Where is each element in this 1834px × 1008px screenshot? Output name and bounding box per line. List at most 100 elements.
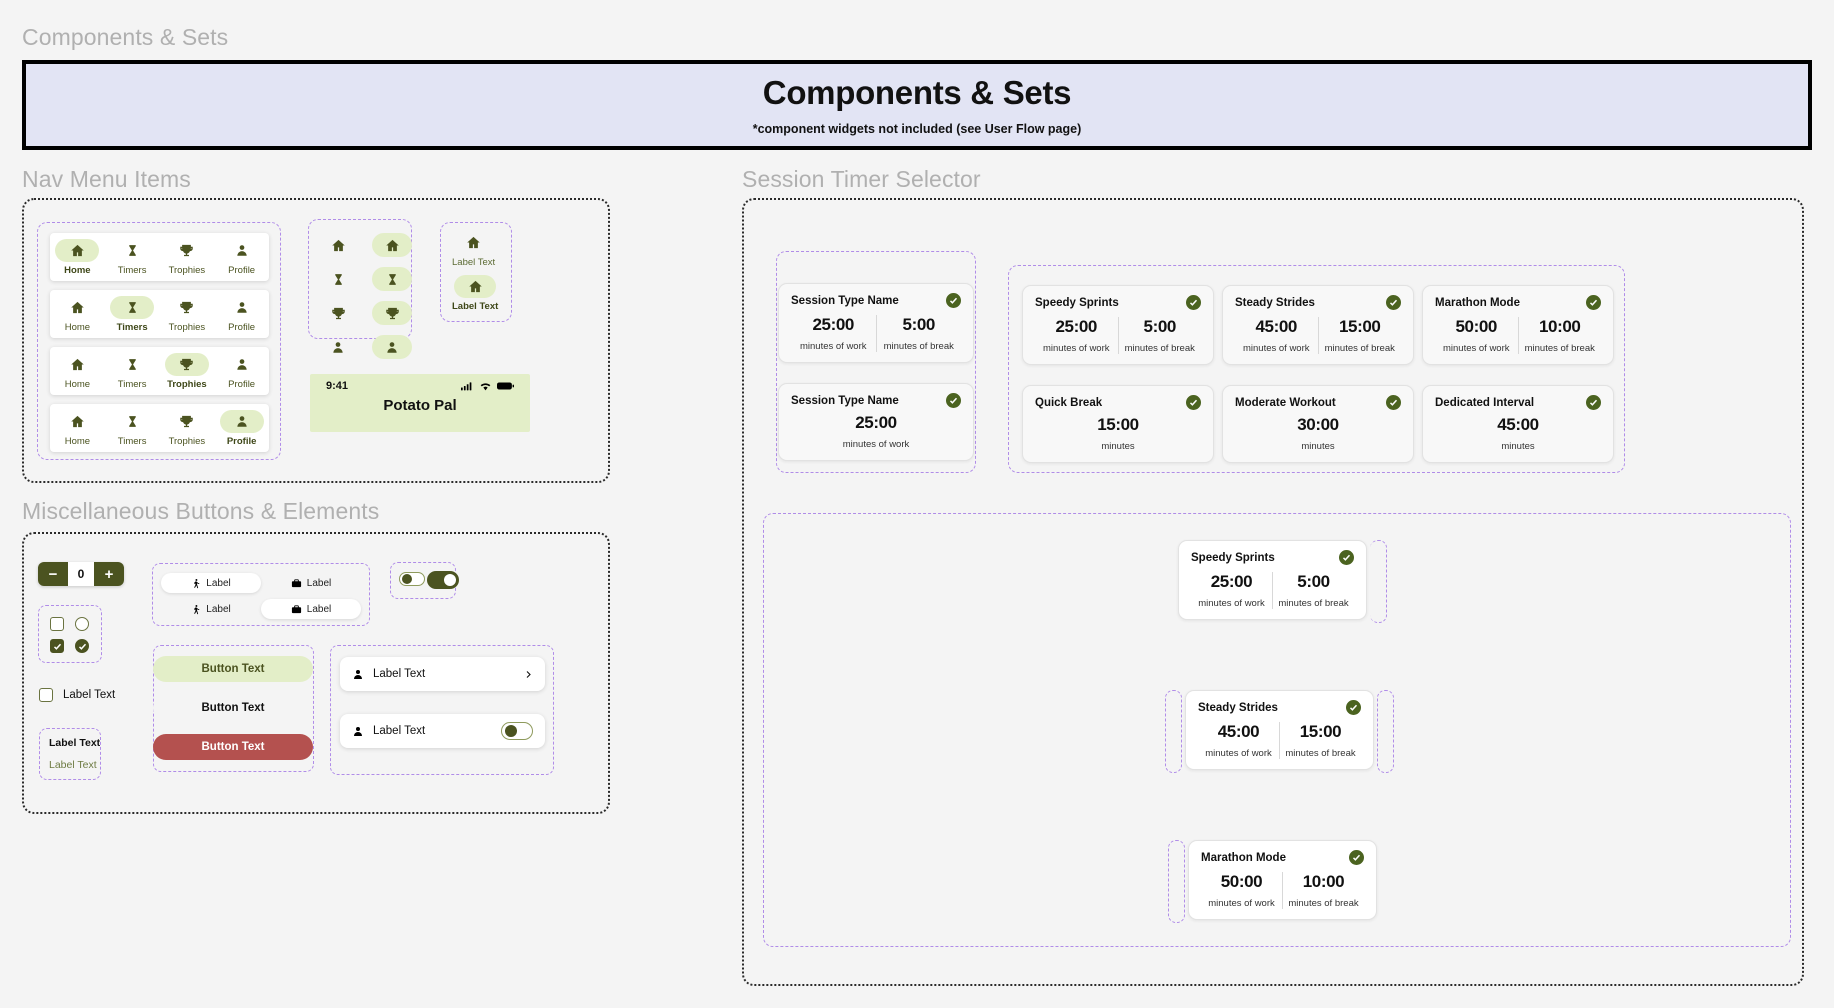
- stepper-minus-button[interactable]: −: [38, 562, 68, 586]
- nav-item-profile[interactable]: Profile: [214, 409, 269, 447]
- session-card[interactable]: Session Type Name 25:00 minutes of work …: [778, 283, 974, 363]
- nav-item-timers[interactable]: Timers: [105, 295, 160, 333]
- session-card[interactable]: Session Type Name 25:00 minutes of work: [778, 383, 974, 461]
- quantity-stepper[interactable]: − 0 +: [38, 562, 124, 586]
- segment-work[interactable]: Label: [261, 599, 361, 619]
- person-icon[interactable]: [318, 335, 358, 359]
- nav-bar-profile[interactable]: Home Timers Trophies Profile: [50, 404, 269, 452]
- home-icon-active[interactable]: [372, 233, 412, 257]
- trophy-icon: [165, 410, 209, 433]
- banner: Components & Sets *component widgets not…: [22, 60, 1812, 150]
- nav-section-frame: [22, 198, 610, 483]
- session-card[interactable]: Steady Strides 45:00 minutes of work 15:…: [1185, 690, 1374, 770]
- session-card-slot: [1165, 690, 1182, 773]
- nav-item-timers[interactable]: Timers: [105, 353, 160, 390]
- list-row-chevron[interactable]: Label Text: [340, 657, 545, 691]
- chevron-right-icon[interactable]: [524, 668, 533, 681]
- checkbox-icon[interactable]: [39, 688, 53, 702]
- nav-bar-trophies[interactable]: Home Timers Trophies Profile: [50, 347, 269, 395]
- nav-item-trophies[interactable]: Trophies: [160, 410, 215, 447]
- segment-work[interactable]: Label: [261, 573, 361, 593]
- session-card[interactable]: Quick Break 15:00 minutes: [1022, 385, 1214, 463]
- session-work-caption: minutes: [1101, 441, 1135, 452]
- nav-item-home[interactable]: Home: [50, 353, 105, 390]
- session-work-caption: minutes of work: [1198, 598, 1265, 609]
- check-icon: [1586, 395, 1601, 410]
- section-title-misc: Miscellaneous Buttons & Elements: [22, 498, 380, 524]
- person-icon-active[interactable]: [372, 335, 412, 359]
- hourglass-icon-active[interactable]: [372, 267, 412, 291]
- session-work-caption: minutes of work: [799, 341, 867, 352]
- button-destructive[interactable]: Button Text: [153, 734, 313, 760]
- checkbox-checked[interactable]: [50, 639, 64, 653]
- session-card-slot: [1168, 840, 1185, 923]
- session-stack-frame: [763, 513, 1791, 947]
- banner-title: Components & Sets: [762, 74, 1072, 111]
- hourglass-icon: [110, 239, 154, 262]
- radio-unchecked[interactable]: [75, 617, 89, 631]
- stepper-plus-button[interactable]: +: [94, 562, 124, 586]
- nav-item-home[interactable]: Home: [50, 410, 105, 447]
- button-secondary[interactable]: Button Text: [153, 695, 313, 721]
- nav-item-trophies[interactable]: Trophies: [160, 352, 215, 390]
- nav-bar-home[interactable]: Home Timers Trophies Profile: [50, 233, 269, 281]
- session-card-slot: [1377, 690, 1394, 773]
- segment-walking[interactable]: Label: [161, 573, 261, 593]
- segmented-control-row2[interactable]: Label Label: [161, 599, 361, 619]
- toggle-off[interactable]: [501, 722, 533, 740]
- section-title-nav: Nav Menu Items: [22, 166, 191, 192]
- person-icon: [220, 353, 264, 376]
- session-work-value: 25:00: [855, 413, 897, 432]
- nav-item-home[interactable]: Home: [50, 296, 105, 333]
- icon-grid: [318, 232, 412, 360]
- segment-walking[interactable]: Label: [161, 599, 261, 619]
- session-work-value: 50:00: [1220, 872, 1263, 891]
- cellular-icon: [461, 382, 472, 391]
- session-break-value: 15:00: [1299, 722, 1342, 741]
- session-break-caption: minutes of break: [1285, 748, 1356, 759]
- checkbox-with-label[interactable]: Label Text: [39, 688, 115, 702]
- nav-label-trophies: Trophies: [168, 264, 206, 276]
- hourglass-icon[interactable]: [318, 267, 358, 291]
- trophy-icon-active[interactable]: [372, 301, 412, 325]
- hourglass-icon: [110, 295, 155, 319]
- nav-item-timers[interactable]: Timers: [105, 410, 160, 447]
- checkbox-label: Label Text: [63, 689, 116, 701]
- nav-item-trophies[interactable]: Trophies: [160, 239, 215, 276]
- session-work-value: 25:00: [1210, 572, 1253, 591]
- nav-item-timers[interactable]: Timers: [105, 239, 160, 276]
- nav-label-timers: Timers: [116, 321, 148, 333]
- button-primary[interactable]: Button Text: [153, 656, 313, 682]
- list-row-toggle[interactable]: Label Text: [340, 714, 545, 748]
- nav-label-profile: Profile: [228, 321, 256, 333]
- nav-label-component-active[interactable]: Label Text: [452, 275, 498, 312]
- toggle-off[interactable]: [399, 572, 425, 586]
- session-card[interactable]: Marathon Mode 50:00 minutes of work 10:0…: [1422, 285, 1614, 365]
- home-icon: [55, 296, 99, 319]
- session-break-caption: minutes of break: [883, 341, 954, 352]
- session-card[interactable]: Marathon Mode 50:00 minutes of work 10:0…: [1188, 840, 1377, 920]
- segmented-control-row1[interactable]: Label Label: [161, 573, 361, 593]
- nav-bar-timers[interactable]: Home Timers Trophies Profile: [50, 290, 269, 338]
- session-name: Steady Strides: [1198, 701, 1278, 714]
- session-card[interactable]: Steady Strides 45:00 minutes of work 15:…: [1222, 285, 1414, 365]
- banner-subtitle: *component widgets not included (see Use…: [752, 122, 1082, 136]
- nav-item-home[interactable]: Home: [50, 238, 105, 276]
- nav-item-profile[interactable]: Profile: [214, 296, 269, 333]
- checkbox-unchecked[interactable]: [50, 617, 64, 631]
- session-card[interactable]: Moderate Workout 30:00 minutes: [1222, 385, 1414, 463]
- session-break-caption: minutes of break: [1324, 343, 1395, 354]
- session-card[interactable]: Speedy Sprints 25:00 minutes of work 5:0…: [1178, 540, 1367, 620]
- nav-item-profile[interactable]: Profile: [214, 239, 269, 276]
- check-icon: [1586, 295, 1601, 310]
- home-icon[interactable]: [318, 233, 358, 257]
- session-card[interactable]: Dedicated Interval 45:00 minutes: [1422, 385, 1614, 463]
- radio-checked[interactable]: [75, 639, 89, 653]
- nav-label-component-inactive[interactable]: Label Text: [452, 231, 495, 268]
- nav-item-trophies[interactable]: Trophies: [160, 296, 215, 333]
- session-name: Speedy Sprints: [1191, 551, 1275, 564]
- toggle-on[interactable]: [427, 571, 459, 589]
- nav-item-profile[interactable]: Profile: [214, 353, 269, 390]
- session-card[interactable]: Speedy Sprints 25:00 minutes of work 5:0…: [1022, 285, 1214, 365]
- trophy-icon[interactable]: [318, 301, 358, 325]
